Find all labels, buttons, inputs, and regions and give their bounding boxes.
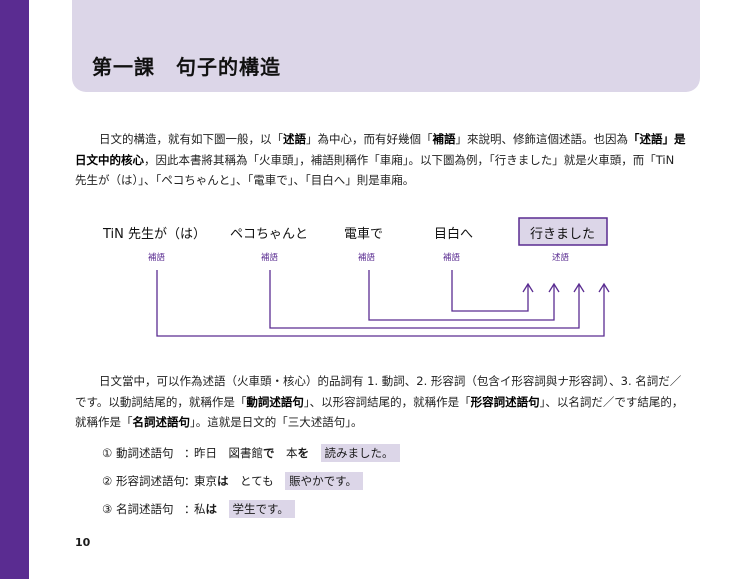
word-ikimashita: 行きました [530, 227, 595, 242]
arrowhead-3 [573, 282, 585, 293]
predicate-box [518, 217, 608, 246]
word-densha: 電車で [344, 227, 383, 242]
predicate-highlight: 賑やかです。 [285, 472, 363, 490]
connector-line-1 [156, 270, 605, 337]
arrowhead-1 [522, 282, 534, 293]
arrowhead-4 [598, 282, 610, 293]
example-verb-predicate: ① 動詞述語句：昨日 図書館で 本を 読みました。 [102, 442, 400, 464]
intro-paragraph: 日文的構造，就有如下圖一般，以「述語」為中心，而有好幾個「補語」來說明、修飾這個… [75, 132, 686, 187]
label-hogo-4: 補語 [443, 252, 461, 263]
page-number: 10 [75, 536, 91, 549]
connector-line-3 [368, 270, 555, 321]
word-peko-chan: ペコちゃんと [230, 227, 308, 242]
predicate-highlight: 読みました。 [320, 444, 400, 462]
example-noun-predicate: ③ 名詞述語句：私は 学生です。 [102, 498, 295, 520]
arrowhead-2 [548, 282, 560, 293]
word-mejiro: 目白へ [434, 226, 473, 242]
connector-line-2 [269, 270, 580, 329]
purple-spine [0, 0, 29, 579]
label-jutsugo: 述語 [552, 252, 570, 263]
label-hogo-1: 補語 [148, 252, 166, 263]
example-adjective-predicate: ② 形容詞述語句：東京は とても 賑やかです。 [102, 470, 363, 492]
connector-line-4 [451, 270, 529, 312]
label-hogo-3: 補語 [358, 252, 376, 263]
predicate-highlight: 学生です。 [228, 500, 295, 518]
label-hogo-2: 補語 [261, 252, 279, 263]
title-panel [72, 0, 700, 92]
page-title: 第一課 句子的構造 [92, 55, 281, 79]
word-tin-sensei: TiN 先生が（は） [102, 227, 206, 242]
predicate-types-paragraph: 日文當中，可以作為述語（火車頭・核心）的品詞有 1. 動詞、2. 形容詞（包含イ… [75, 374, 684, 429]
